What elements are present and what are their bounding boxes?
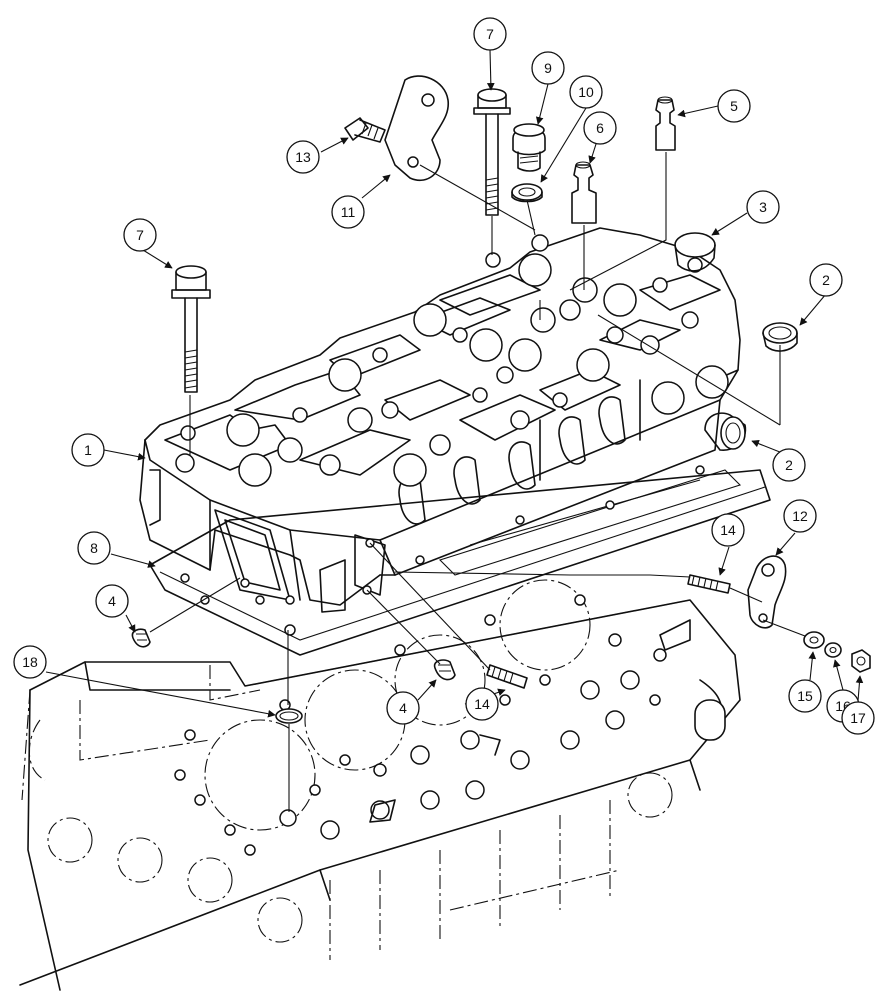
valve-guide-5 (655, 96, 676, 151)
callout-number: 8 (90, 540, 98, 556)
hanger-bracket-11 (384, 75, 450, 182)
callout-9: 9 (531, 51, 565, 85)
callout-number: 2 (785, 457, 793, 473)
callout-number: 1 (84, 442, 92, 458)
head-bolt-7-upper (473, 88, 511, 216)
callout-number: 17 (850, 710, 866, 726)
callout-number: 6 (596, 120, 604, 136)
hanger-bracket-12 (747, 555, 787, 629)
callout-17: 17 (841, 701, 875, 735)
nut-17 (851, 649, 871, 673)
expansion-plug-large (674, 232, 716, 272)
flange-bolt-13 (344, 117, 386, 143)
callout-number: 13 (295, 149, 311, 165)
callout-number: 7 (486, 26, 494, 42)
callout-1: 1 (71, 433, 105, 467)
valve-guide-6 (571, 161, 597, 224)
callout-7-upper: 7 (473, 17, 507, 51)
callout-11: 11 (331, 195, 365, 229)
callout-18: 18 (13, 645, 47, 679)
callout-number: 7 (136, 227, 144, 243)
callout-2-upper: 2 (809, 263, 843, 297)
callout-number: 10 (578, 84, 594, 100)
callout-number: 12 (792, 508, 808, 524)
callout-14-lower: 14 (465, 687, 499, 721)
engine-block (19, 579, 741, 991)
stud-14-upper (687, 574, 731, 594)
callout-10: 10 (569, 75, 603, 109)
callout-8: 8 (77, 531, 111, 565)
expansion-plug-small-upper (762, 322, 798, 352)
plug-4-center (433, 659, 456, 681)
callout-number: 18 (22, 654, 38, 670)
plug-bolt-9 (512, 123, 546, 172)
callout-number: 4 (108, 593, 116, 609)
callout-number: 14 (474, 696, 490, 712)
washer-10 (511, 183, 543, 203)
callout-5: 5 (717, 89, 751, 123)
callout-number: 5 (730, 98, 738, 114)
callout-12: 12 (783, 499, 817, 533)
head-gasket (149, 465, 771, 656)
callout-number: 11 (341, 204, 356, 220)
callout-3: 3 (746, 190, 780, 224)
callout-4-left: 4 (95, 584, 129, 618)
callout-number: 2 (822, 272, 830, 288)
callout-number: 3 (759, 199, 767, 215)
stud-14-lower (486, 664, 528, 689)
callout-number: 15 (797, 688, 813, 704)
callout-6: 6 (583, 111, 617, 145)
callout-4-center: 4 (386, 691, 420, 725)
cylinder-head (139, 227, 741, 613)
lock-washer-16 (824, 642, 842, 658)
alignment-lines (149, 152, 806, 812)
callout-number: 9 (544, 60, 552, 76)
o-ring-18 (275, 708, 303, 724)
callout-13: 13 (286, 140, 320, 174)
callout-14-upper: 14 (711, 513, 745, 547)
leader-lines (45, 49, 864, 718)
washer-15 (803, 631, 825, 649)
head-bolt-7-lower (171, 265, 211, 393)
callout-2-lower: 2 (772, 448, 806, 482)
callout-15: 15 (788, 679, 822, 713)
callout-7-lower: 7 (123, 218, 157, 252)
callout-number: 4 (399, 700, 407, 716)
expansion-plug-small-lower (704, 412, 747, 451)
callout-number: 14 (720, 522, 736, 538)
